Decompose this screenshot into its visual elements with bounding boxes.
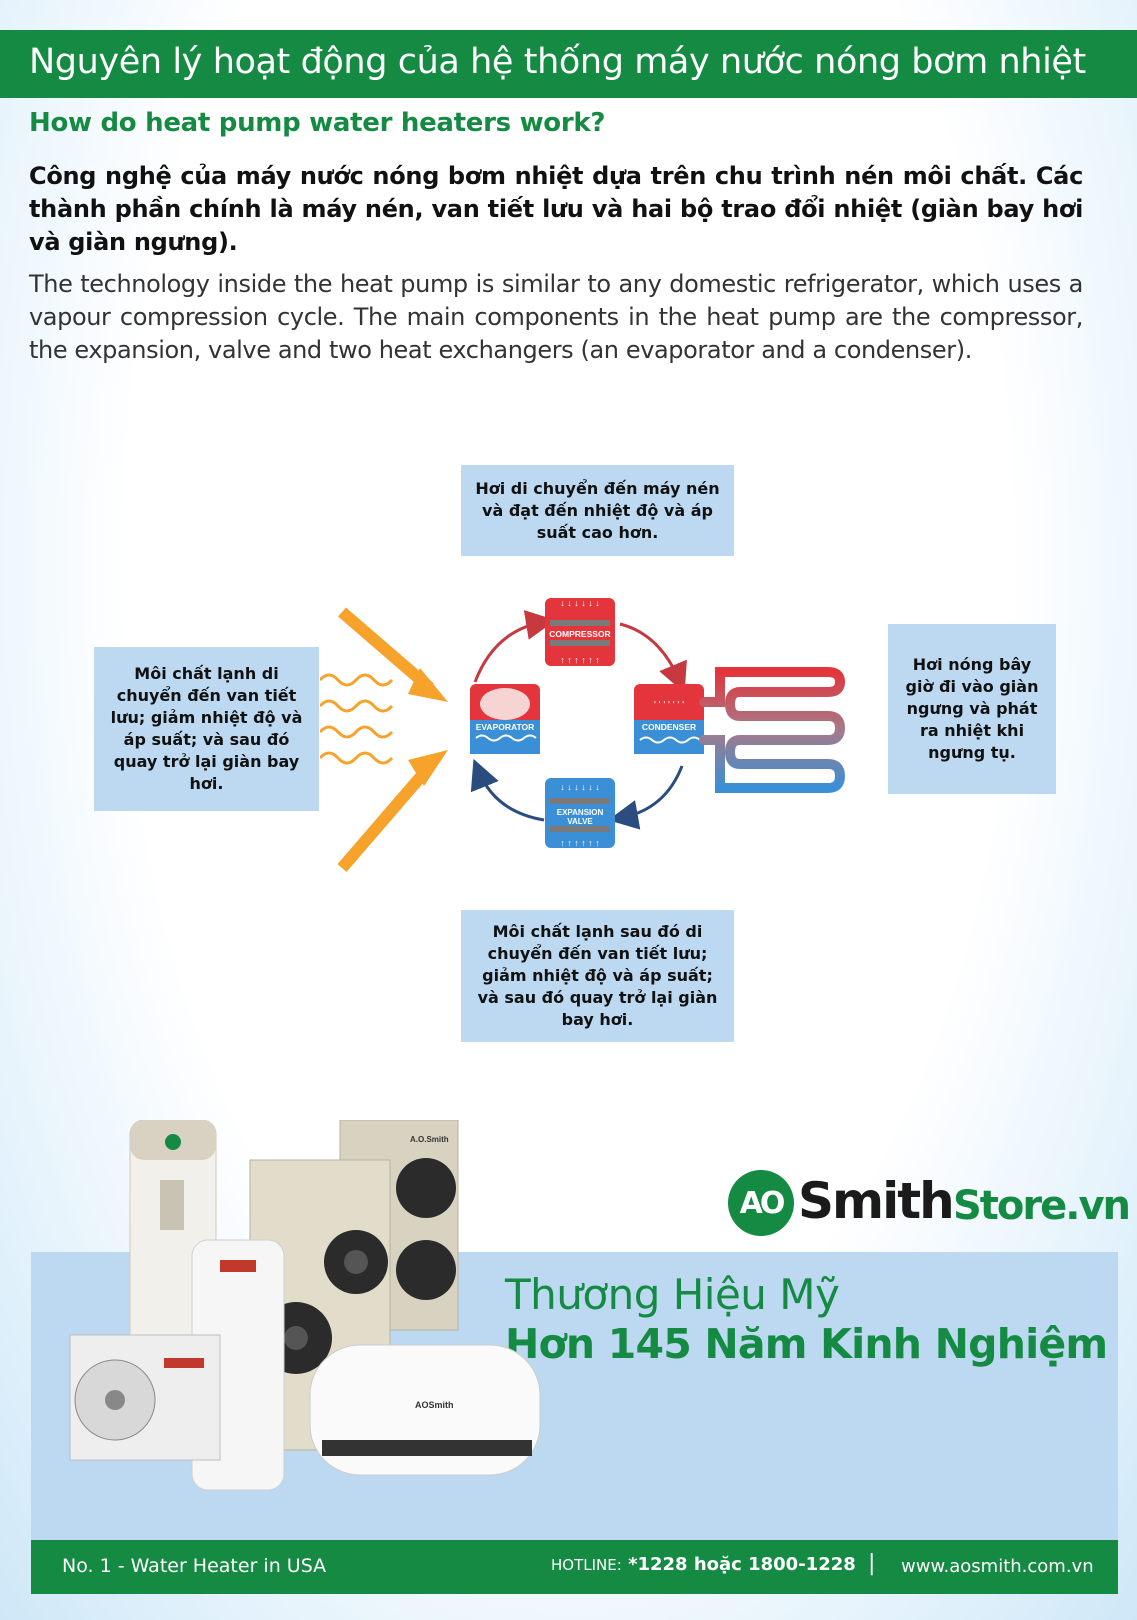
heat-waves-icon — [320, 673, 394, 765]
hotline-label: HOTLINE: — [551, 1556, 622, 1574]
hotline-number[interactable]: *1228 hoặc 1800-1228 — [628, 1554, 856, 1575]
footer-hotline: HOTLINE: *1228 hoặc 1800-1228 — [551, 1554, 856, 1575]
callout-evaporator: Môi chất lạnh di chuyển đến van tiết lưu… — [94, 647, 319, 811]
brand-experience: Hơn 145 Năm Kinh Nghiệm — [505, 1320, 1108, 1368]
footer-tagline: No. 1 - Water Heater in USA — [62, 1555, 327, 1577]
expansion-valve-label-2: VALVE — [567, 817, 593, 826]
heat-pump-cycle-diagram: ↓ ↓ ↓ ↓ ↓ ↓ ↑ ↑ ↑ ↑ ↑ ↑ COMPRESSOR EVAPO… — [320, 598, 846, 872]
logo-store: Store.vn — [953, 1183, 1131, 1229]
product-lineup-image: A.O.Smith AOSmith — [69, 1120, 541, 1491]
footer-separator: | — [868, 1551, 876, 1576]
heat-arrows-icon — [337, 607, 448, 872]
callout-compressor-text: Hơi di chuyển đến máy nén và đạt đến nhi… — [475, 478, 720, 542]
page-title: Nguyên lý hoạt động của hệ thống máy nướ… — [29, 42, 1086, 82]
logo-name: Smith — [798, 1172, 955, 1230]
logo-mark: AO — [728, 1170, 794, 1236]
intro-english: The technology inside the heat pump is s… — [29, 270, 1083, 364]
svg-text:' ' ' ' ' ' ': ' ' ' ' ' ' ' — [654, 700, 684, 711]
expansion-valve-label-1: EXPANSION — [557, 808, 604, 817]
condenser-icon: ' ' ' ' ' ' ' CONDENSER — [634, 684, 704, 754]
callout-compressor: Hơi di chuyển đến máy nén và đạt đến nhi… — [461, 465, 734, 556]
aosmith-store-logo: AO Smith Store.vn — [728, 1170, 1131, 1236]
product-label-unit: A.O.Smith — [410, 1135, 449, 1144]
footer-website-link[interactable]: www.aosmith.com.vn — [901, 1556, 1094, 1577]
evaporator-icon: EVAPORATOR — [470, 684, 540, 754]
compressor-icon: ↓ ↓ ↓ ↓ ↓ ↓ ↑ ↑ ↑ ↑ ↑ ↑ COMPRESSOR — [545, 598, 615, 666]
callout-condenser-text: Hơi nóng bây giờ đi vào giàn ngưng và ph… — [905, 655, 1039, 762]
svg-text:↑ ↑ ↑ ↑ ↑ ↑: ↑ ↑ ↑ ↑ ↑ ↑ — [560, 655, 600, 665]
product-label-tank: AOSmith — [415, 1400, 454, 1410]
svg-text:↓ ↓ ↓ ↓ ↓ ↓: ↓ ↓ ↓ ↓ ↓ ↓ — [560, 782, 600, 792]
brand-tagline: Thương Hiệu Mỹ — [505, 1270, 840, 1319]
expansion-valve-icon: ↓ ↓ ↓ ↓ ↓ ↓ ↑ ↑ ↑ ↑ ↑ ↑ EXPANSION VALVE — [545, 778, 615, 848]
header-band — [0, 30, 1137, 98]
intro-vietnamese: Công nghệ của máy nước nóng bơm nhiệt dự… — [29, 162, 1083, 256]
svg-text:↑ ↑ ↑ ↑ ↑ ↑: ↑ ↑ ↑ ↑ ↑ ↑ — [560, 838, 600, 848]
svg-text:↓ ↓ ↓ ↓ ↓ ↓: ↓ ↓ ↓ ↓ ↓ ↓ — [560, 598, 600, 608]
condenser-coil-icon — [699, 667, 846, 793]
subtitle: How do heat pump water heaters work? — [29, 108, 606, 138]
compressor-label: COMPRESSOR — [549, 629, 610, 639]
condenser-label: CONDENSER — [642, 722, 696, 732]
callout-evaporator-text: Môi chất lạnh di chuyển đến van tiết lưu… — [110, 664, 303, 793]
callout-expansion-valve-text: Môi chất lạnh sau đó di chuyển đến van t… — [477, 922, 718, 1029]
evaporator-label: EVAPORATOR — [476, 722, 535, 732]
callout-expansion-valve: Môi chất lạnh sau đó di chuyển đến van t… — [461, 910, 734, 1042]
footer-band — [31, 1540, 1118, 1594]
callout-condenser: Hơi nóng bây giờ đi vào giàn ngưng và ph… — [888, 624, 1056, 794]
horizontal-tank-icon: AOSmith — [309, 1344, 541, 1476]
outdoor-unit-icon — [69, 1334, 221, 1461]
